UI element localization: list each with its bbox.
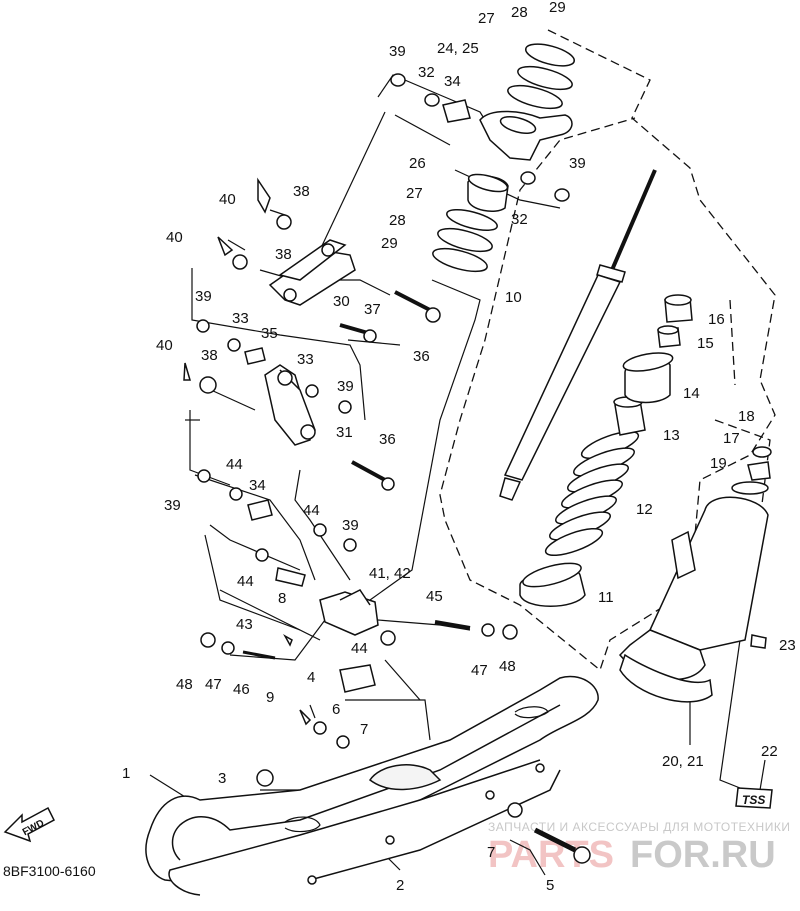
callout-39a: 39 (389, 43, 406, 60)
forward-arrow: FWD (3, 806, 55, 843)
callout-44c: 44 (237, 573, 254, 590)
watermark: ЗАПЧАСТИ И АКСЕССУАРЫ ДЛЯ МОТОТЕХНИКИ PA… (488, 820, 790, 876)
callout-39b: 39 (569, 155, 586, 172)
callout-44a: 44 (226, 456, 243, 473)
callout-39e: 39 (164, 497, 181, 514)
callout-48b: 48 (499, 658, 516, 675)
callout-39f: 39 (342, 517, 359, 534)
coil-spring (544, 430, 640, 557)
callout-39d: 39 (337, 378, 354, 395)
linkage-arms (264, 239, 356, 446)
upper-mount-parts (390, 43, 576, 273)
callout-22: 22 (761, 743, 778, 760)
callout-47b: 47 (471, 662, 488, 679)
callout-3: 3 (218, 770, 226, 787)
callout-labels: 1 2 3 4 5 6 7 7 8 9 10 11 12 13 14 15 16… (122, 0, 796, 894)
callout-20-21: 20, 21 (662, 753, 704, 770)
callout-38c: 38 (201, 347, 218, 364)
callout-7a: 7 (360, 721, 368, 738)
callout-17: 17 (723, 430, 740, 447)
callout-35: 35 (261, 325, 278, 342)
part-code: 8BF3100-6160 (3, 863, 96, 879)
callout-37: 37 (364, 301, 381, 318)
callout-36a: 36 (413, 348, 430, 365)
callout-44b: 44 (303, 502, 320, 519)
callout-30: 30 (333, 293, 350, 310)
leader-lines (149, 74, 766, 876)
callout-48a: 48 (176, 676, 193, 693)
callout-32b: 32 (511, 211, 528, 228)
tss-badge: TSS (735, 787, 773, 809)
callout-32a: 32 (418, 64, 435, 81)
callout-40a: 40 (219, 191, 236, 208)
callout-28b: 28 (389, 212, 406, 229)
callout-27a: 27 (478, 10, 495, 27)
callout-5: 5 (546, 877, 554, 894)
callout-40b: 40 (166, 229, 183, 246)
watermark-brand-gray: FOR.RU (630, 834, 776, 876)
ski (145, 675, 599, 896)
callout-43: 43 (236, 616, 253, 633)
callout-33a: 33 (232, 310, 249, 327)
callout-4: 4 (307, 669, 315, 686)
callout-19: 19 (710, 455, 727, 472)
callout-40c: 40 (156, 337, 173, 354)
watermark-brand-red: PARTS (488, 834, 614, 876)
callout-29a: 29 (549, 0, 566, 16)
callout-15: 15 (697, 335, 714, 352)
callout-39c: 39 (195, 288, 212, 305)
callout-8: 8 (278, 590, 286, 607)
fasteners (183, 177, 591, 864)
callout-14: 14 (683, 385, 700, 402)
callout-12: 12 (636, 501, 653, 518)
shock-small-parts (613, 294, 772, 495)
callout-33b: 33 (297, 351, 314, 368)
callout-23: 23 (779, 637, 796, 654)
callout-46: 46 (233, 681, 250, 698)
spring-seat (519, 562, 586, 607)
shock-absorber (499, 169, 657, 501)
callout-7b: 7 (487, 844, 495, 861)
callout-44d: 44 (351, 640, 368, 657)
callout-26: 26 (409, 155, 426, 172)
watermark-tagline: ЗАПЧАСТИ И АКСЕССУАРЫ ДЛЯ МОТОТЕХНИКИ (488, 820, 790, 834)
callout-38a: 38 (293, 183, 310, 200)
callout-11: 11 (598, 589, 614, 606)
callout-18: 18 (738, 408, 755, 425)
badge-label: TSS (742, 793, 765, 807)
callout-13: 13 (663, 427, 680, 444)
callout-47a: 47 (205, 676, 222, 693)
callout-2: 2 (396, 877, 404, 894)
callout-24-25: 24, 25 (437, 40, 479, 57)
callout-34a: 34 (444, 73, 461, 90)
callout-36b: 36 (379, 431, 396, 448)
callout-29b: 29 (381, 235, 398, 252)
reservoir (618, 496, 769, 703)
callout-34b: 34 (249, 477, 266, 494)
callout-1: 1 (122, 765, 130, 782)
callout-27b: 27 (406, 185, 423, 202)
callout-45: 45 (426, 588, 443, 605)
callout-41-42: 41, 42 (369, 565, 411, 582)
callout-10: 10 (505, 289, 522, 306)
callout-31: 31 (336, 424, 353, 441)
callout-38b: 38 (275, 246, 292, 263)
callout-16: 16 (708, 311, 725, 328)
callout-9: 9 (266, 689, 274, 706)
callout-28a: 28 (511, 4, 528, 21)
callout-6: 6 (332, 701, 340, 718)
